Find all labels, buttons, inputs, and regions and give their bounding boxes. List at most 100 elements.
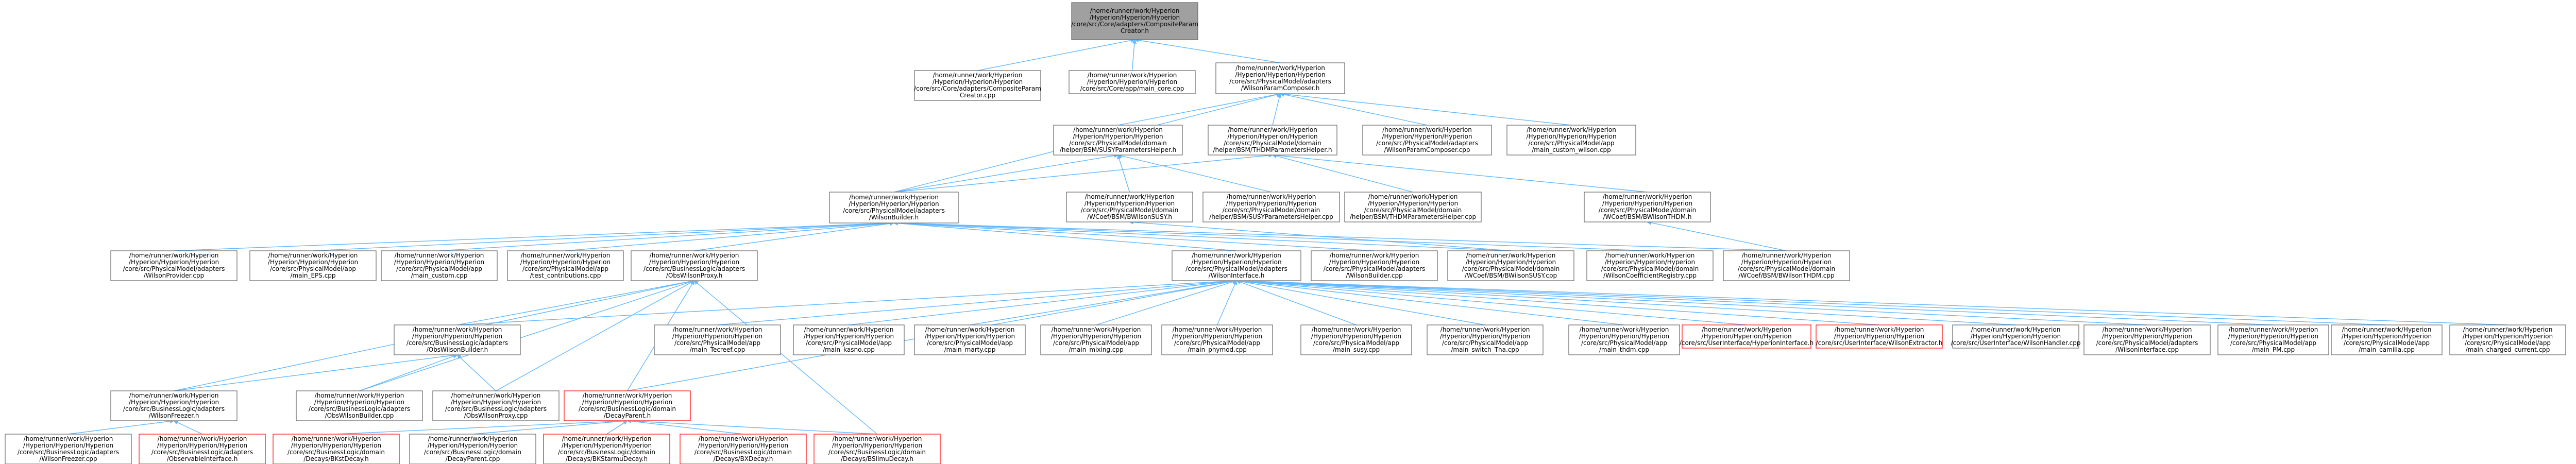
node-box <box>139 434 266 464</box>
node-label-line: /Hyperion/Hyperion/Hyperion <box>672 333 762 340</box>
graph-node-n36[interactable]: /home/runner/work/Hyperion/Hyperion/Hype… <box>2217 324 2329 355</box>
node-box <box>381 250 498 281</box>
node-box <box>1202 192 1340 222</box>
edge-line <box>1236 280 1485 325</box>
node-label-line: /DecayParent.h <box>604 412 651 419</box>
edge-n18-n29 <box>1235 280 1357 325</box>
node-label-line: /Hyperion/Hyperion/Hyperion <box>314 399 404 406</box>
graph-node-n49[interactable]: /home/runner/work/Hyperion/Hyperion/Hype… <box>814 434 941 464</box>
graph-node-n33[interactable]: /home/runner/work/Hyperion/Hyperion/Hype… <box>1816 324 1943 349</box>
node-label-line: /home/runner/work/Hyperion <box>129 252 219 259</box>
edge-line <box>457 354 496 391</box>
graph-node-n39[interactable]: /home/runner/work/Hyperion/Hyperion/Hype… <box>110 390 238 421</box>
graph-node-n23[interactable]: /home/runner/work/Hyperion/Hyperion/Hype… <box>394 324 521 355</box>
graph-node-n4[interactable]: /home/runner/work/Hyperion/Hyperion/Hype… <box>1053 125 1183 156</box>
graph-node-n3[interactable]: /home/runner/work/Hyperion/Hyperion/Hype… <box>1215 62 1345 94</box>
node-label-line: /Hyperion/Hyperion/Hyperion <box>849 200 939 208</box>
node-label-line: /main_marty.cpp <box>944 346 996 353</box>
graph-node-n28[interactable]: /home/runner/work/Hyperion/Hyperion/Hype… <box>1161 324 1273 355</box>
node-label-line: /main_EPS.cpp <box>290 272 335 279</box>
graph-node-n19[interactable]: /home/runner/work/Hyperion/Hyperion/Hype… <box>1311 250 1438 281</box>
edge-line <box>359 354 457 391</box>
graph-node-n35[interactable]: /home/runner/work/Hyperion/Hyperion/Hype… <box>2083 324 2211 355</box>
node-box <box>1215 62 1345 94</box>
edge-line <box>893 154 1273 193</box>
graph-node-n1[interactable]: /home/runner/work/Hyperion/Hyperion/Hype… <box>914 70 1041 101</box>
node-box <box>1071 2 1198 40</box>
node-label-line: /home/runner/work/Hyperion <box>24 435 113 442</box>
node-label-line: /core/src/PhysicalModel/app <box>2465 339 2551 347</box>
graph-node-n42[interactable]: /home/runner/work/Hyperion/Hyperion/Hype… <box>564 390 691 421</box>
graph-node-n13[interactable]: /home/runner/work/Hyperion/Hyperion/Hype… <box>110 250 238 281</box>
graph-node-n2[interactable]: /home/runner/work/Hyperion/Hyperion/Hype… <box>1069 70 1196 94</box>
node-label-line: /home/runner/work/Hyperion <box>583 392 672 399</box>
graph-node-n11[interactable]: /home/runner/work/Hyperion/Hyperion/Hype… <box>1344 192 1482 222</box>
graph-node-n40[interactable]: /home/runner/work/Hyperion/Hyperion/Hype… <box>296 390 423 421</box>
node-label-line: /main_custom_wilson.cpp <box>1532 146 1611 153</box>
graph-node-n6[interactable]: /home/runner/work/Hyperion/Hyperion/Hype… <box>1362 125 1492 156</box>
graph-node-n44[interactable]: /home/runner/work/Hyperion/Hyperion/Hype… <box>139 434 266 464</box>
graph-node-n30[interactable]: /home/runner/work/Hyperion/Hyperion/Hype… <box>1427 324 1544 355</box>
node-box <box>2083 324 2211 355</box>
graph-node-n20[interactable]: /home/runner/work/Hyperion/Hyperion/Hype… <box>1447 250 1574 281</box>
graph-node-n22[interactable]: /home/runner/work/Hyperion/Hyperion/Hype… <box>1723 250 1850 281</box>
graph-node-n26[interactable]: /home/runner/work/Hyperion/Hyperion/Hype… <box>914 324 1026 355</box>
edge-n23-n39 <box>174 353 458 391</box>
graph-node-n24[interactable]: /home/runner/work/Hyperion/Hyperion/Hype… <box>654 324 781 355</box>
graph-node-n25[interactable]: /home/runner/work/Hyperion/Hyperion/Hype… <box>793 324 905 355</box>
edge-line <box>893 222 1375 251</box>
node-box <box>110 250 238 281</box>
node-label-line: /home/runner/work/Hyperion <box>1235 64 1325 72</box>
graph-node-n48[interactable]: /home/runner/work/Hyperion/Hyperion/Hype… <box>680 434 807 464</box>
graph-node-n37[interactable]: /home/runner/work/Hyperion/Hyperion/Hype… <box>2331 324 2443 355</box>
graph-node-n31[interactable]: /home/runner/work/Hyperion/Hyperion/Hype… <box>1568 324 1680 355</box>
graph-node-n7[interactable]: /home/runner/work/Hyperion/Hyperion/Hype… <box>1506 125 1636 156</box>
graph-node-n34[interactable]: /home/runner/work/Hyperion/Hyperion/Hype… <box>1951 324 2081 349</box>
graph-node-n10[interactable]: /home/runner/work/Hyperion/Hyperion/Hype… <box>1202 192 1340 222</box>
graph-node-n47[interactable]: /home/runner/work/Hyperion/Hyperion/Hype… <box>543 434 670 464</box>
graph-node-n5[interactable]: /home/runner/work/Hyperion/Hyperion/Hype… <box>1208 125 1337 156</box>
graph-node-n14[interactable]: /home/runner/work/Hyperion/Hyperion/Hype… <box>249 250 377 281</box>
node-label-line: /Decays/BXDecay.h <box>714 455 773 462</box>
graph-node-n15[interactable]: /home/runner/work/Hyperion/Hyperion/Hype… <box>381 250 498 281</box>
node-label-line: /core/src/BusinessLogic/adapters <box>151 449 253 456</box>
node-label-line: /Hyperion/Hyperion/Hyperion <box>832 442 922 449</box>
node-label-line: /WilsonParamComposer.h <box>1241 84 1320 92</box>
node-box <box>1311 250 1438 281</box>
node-label-line: /core/src/PhysicalModel/adapters <box>123 265 225 272</box>
graph-node-n46[interactable]: /home/runner/work/Hyperion/Hyperion/Hype… <box>409 434 536 464</box>
node-label-line: /Hyperion/Hyperion/Hyperion <box>291 442 381 449</box>
node-label-line: /core/src/BusinessLogic/adapters <box>123 405 225 413</box>
edge-line <box>359 280 694 391</box>
edge-line <box>1236 280 2274 325</box>
graph-node-n8[interactable]: /home/runner/work/Hyperion/Hyperion/Hype… <box>829 192 959 224</box>
graph-node-n32[interactable]: /home/runner/work/Hyperion/Hyperion/Hype… <box>1680 324 1814 349</box>
graph-node-n21[interactable]: /home/runner/work/Hyperion/Hyperion/Hype… <box>1586 250 1714 281</box>
node-label-line: Creator.cpp <box>960 92 995 99</box>
node-label-line: /home/runner/work/Hyperion <box>1088 72 1177 79</box>
node-box <box>1344 192 1482 222</box>
graph-node-n45[interactable]: /home/runner/work/Hyperion/Hyperion/Hype… <box>273 434 400 464</box>
node-label-line: /helper/BSM/SUSYParametersHelper.h <box>1060 146 1176 153</box>
graph-node-n12[interactable]: /home/runner/work/Hyperion/Hyperion/Hype… <box>1584 192 1711 222</box>
graph-node-n41[interactable]: /home/runner/work/Hyperion/Hyperion/Hype… <box>432 390 560 421</box>
node-label-line: /home/runner/work/Hyperion <box>129 392 219 399</box>
node-label-line: /WilsonCoefficientRegistry.cpp <box>1603 272 1697 279</box>
graph-node-n18[interactable]: /home/runner/work/Hyperion/Hyperion/Hype… <box>1172 250 1301 281</box>
node-label-line: /Hyperion/Hyperion/Hyperion <box>1311 333 1401 340</box>
edge-line <box>1236 280 1747 325</box>
edge-n39-n44 <box>173 420 202 435</box>
graph-node-n9[interactable]: /home/runner/work/Hyperion/Hyperion/Hype… <box>1066 192 1193 222</box>
node-label-line: /home/runner/work/Hyperion <box>1173 326 1262 333</box>
node-label-line: /home/runner/work/Hyperion <box>1052 326 1141 333</box>
node-label-line: /core/src/PhysicalModel/app <box>270 265 356 272</box>
node-box <box>1208 125 1337 156</box>
graph-node-n16[interactable]: /home/runner/work/Hyperion/Hyperion/Hype… <box>507 250 624 281</box>
edge-n39-n43 <box>68 419 175 435</box>
graph-node-n29[interactable]: /home/runner/work/Hyperion/Hyperion/Hype… <box>1300 324 1412 355</box>
graph-node-n17[interactable]: /home/runner/work/Hyperion/Hyperion/Hype… <box>631 250 758 281</box>
graph-node-n27[interactable]: /home/runner/work/Hyperion/Hyperion/Hype… <box>1040 324 1152 355</box>
node-label-line: /test_contributions.cpp <box>530 272 601 279</box>
graph-node-n38[interactable]: /home/runner/work/Hyperion/Hyperion/Hype… <box>2449 324 2566 355</box>
graph-node-n43[interactable]: /home/runner/work/Hyperion/Hyperion/Hype… <box>5 434 132 464</box>
